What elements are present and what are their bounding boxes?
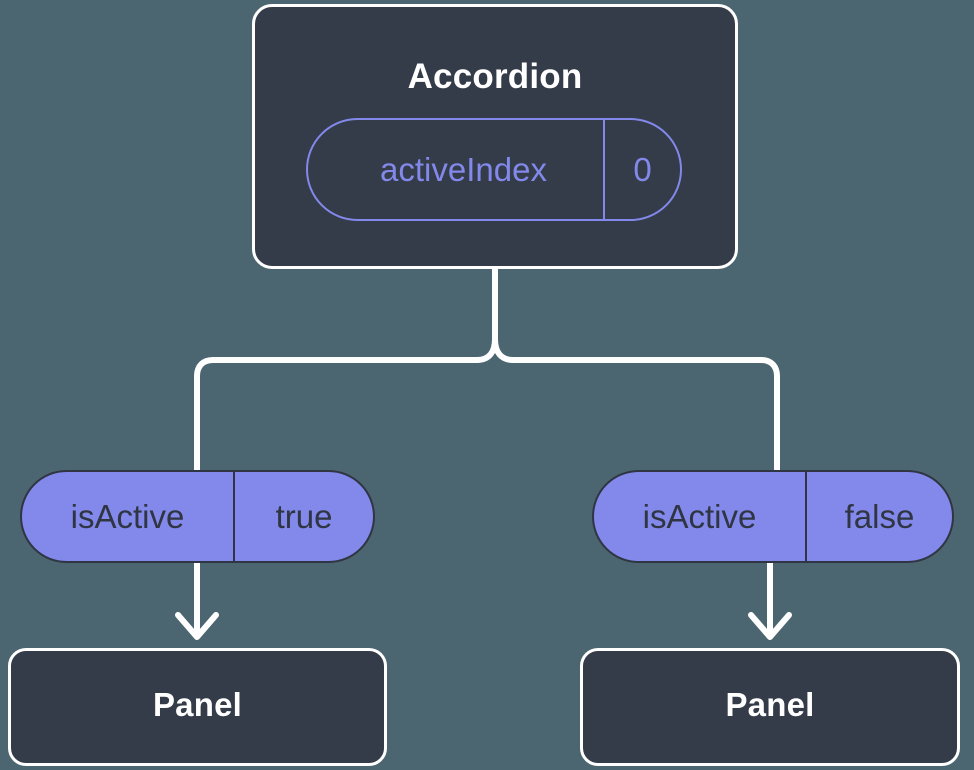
prop-value-isactive-right: false — [805, 472, 952, 561]
panel-left-title: Panel — [152, 686, 243, 723]
prop-value-activeindex: 0 — [603, 120, 680, 219]
panel-right-title: Panel — [725, 686, 815, 723]
brace-connector — [194, 336, 780, 473]
left-arrow-head-icon — [175, 612, 219, 640]
prop-pill-isactive-false[interactable]: isActive false — [592, 470, 954, 563]
prop-key-activeindex: activeIndex — [380, 150, 547, 188]
prop-key-isactive-left: isActive — [70, 497, 185, 535]
panel-node-left[interactable]: Panel — [8, 648, 387, 766]
prop-pill-isactive-true[interactable]: isActive true — [20, 470, 375, 563]
right-arrow-head-icon — [748, 612, 792, 640]
prop-value-isactive-left: true — [233, 472, 373, 561]
panel-node-right[interactable]: Panel — [580, 648, 960, 766]
prop-key-isactive-right: isActive — [642, 497, 757, 535]
accordion-title: Accordion — [407, 57, 583, 96]
prop-pill-activeindex[interactable]: activeIndex 0 — [306, 118, 682, 221]
